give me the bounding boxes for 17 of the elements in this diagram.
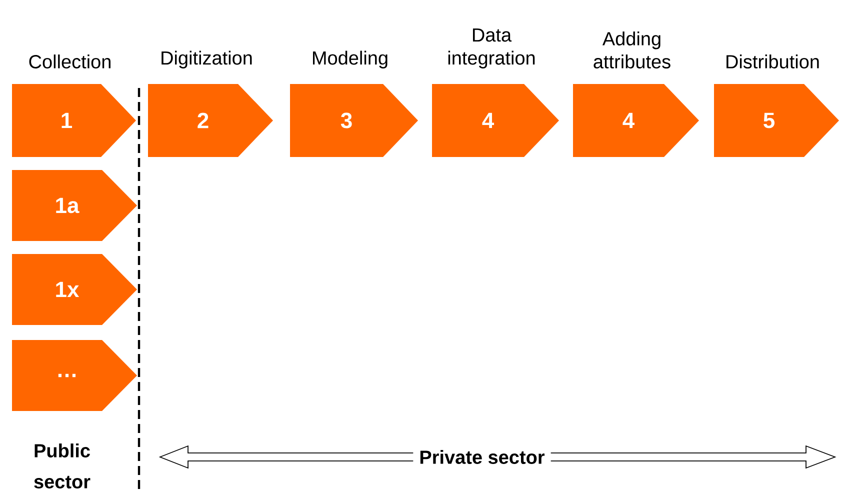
sector-label: Private sector: [413, 446, 551, 468]
node-label: Collection: [29, 54, 110, 68]
pentagon-step: Distribution 5: [714, 54, 839, 157]
node-label: Data integration: [448, 28, 535, 68]
node-label: Distribution: [726, 54, 819, 68]
sector-label: Public sector: [34, 444, 90, 488]
pentagon-step: Digitization 2: [148, 50, 273, 157]
pentagon-step: Collection 1: [12, 54, 136, 157]
pentagon-step: Data integration 4: [432, 28, 559, 157]
pentagon-step: Modeling 3: [290, 50, 418, 157]
node-label: Modeling: [313, 50, 388, 68]
pentagon-step: 1x: [12, 254, 137, 325]
node-label: Digitization: [162, 50, 252, 68]
pentagon-step: 1a: [12, 170, 137, 241]
node-label: Adding attributes: [594, 32, 670, 68]
pentagon-step: Adding attributes 4: [573, 32, 699, 157]
pentagon-step: …: [12, 340, 137, 411]
